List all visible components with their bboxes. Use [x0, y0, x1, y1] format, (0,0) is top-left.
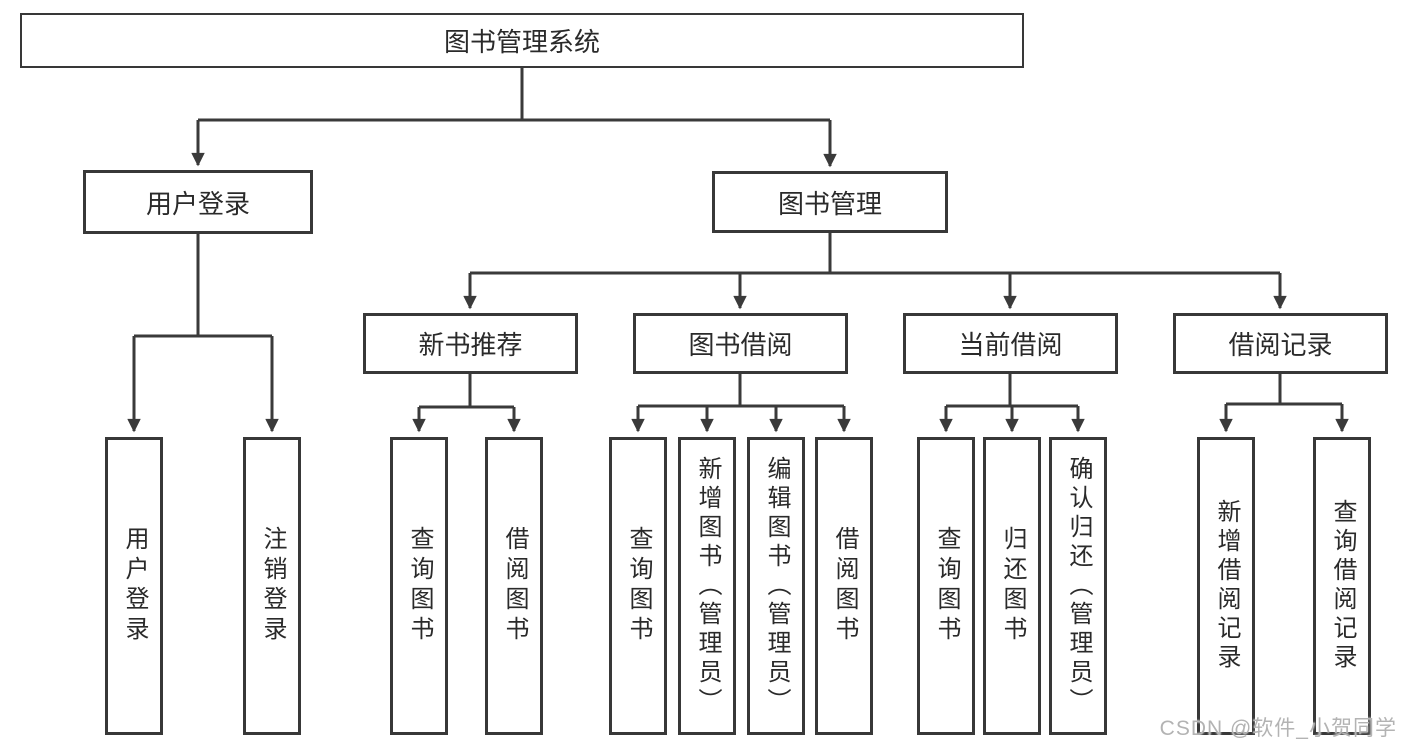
node-current-borrow: 当前借阅	[903, 313, 1118, 374]
leaf-bookborrow-query-label: 查询图书	[625, 526, 652, 646]
node-root: 图书管理系统	[20, 13, 1024, 68]
node-book-borrow: 图书借阅	[633, 313, 848, 374]
leaf-bookborrow-edit-label: 编辑图书（管理员）	[763, 455, 790, 717]
node-new-book: 新书推荐	[363, 313, 578, 374]
leaf-bookborrow-borrow-label: 借阅图书	[831, 526, 858, 646]
leaf-bookborrow-borrow: 借阅图书	[815, 437, 873, 735]
leaf-logout-label: 注销登录	[259, 526, 286, 646]
leaf-records-query: 查询借阅记录	[1313, 437, 1371, 735]
leaf-records-add-label: 新增借阅记录	[1213, 499, 1240, 673]
leaf-records-query-label: 查询借阅记录	[1329, 499, 1356, 673]
leaf-current-confirm-label: 确认归还（管理员）	[1065, 455, 1092, 717]
leaf-bookborrow-edit: 编辑图书（管理员）	[747, 437, 805, 735]
node-user-login-label: 用户登录	[145, 188, 250, 219]
node-records-label: 借阅记录	[1228, 330, 1333, 360]
node-root-label: 图书管理系统	[443, 27, 600, 57]
node-book-borrow-label: 图书借阅	[688, 330, 793, 360]
leaf-newbook-query-label: 查询图书	[406, 526, 433, 646]
leaf-current-query: 查询图书	[917, 437, 975, 735]
leaf-current-return: 归还图书	[983, 437, 1041, 735]
node-current-borrow-label: 当前借阅	[958, 330, 1063, 360]
leaf-logout: 注销登录	[243, 437, 301, 735]
leaf-newbook-query: 查询图书	[390, 437, 448, 735]
leaf-bookborrow-add: 新增图书（管理员）	[678, 437, 736, 735]
leaf-user-login-label: 用户登录	[121, 526, 148, 646]
leaf-records-add: 新增借阅记录	[1197, 437, 1255, 735]
node-user-login: 用户登录	[83, 170, 313, 234]
leaf-user-login: 用户登录	[105, 437, 163, 735]
leaf-current-query-label: 查询图书	[933, 526, 960, 646]
node-book-mgmt-label: 图书管理	[777, 188, 882, 219]
node-book-mgmt: 图书管理	[712, 171, 948, 233]
csdn-watermark: CSDN @软件_小贺同学	[1159, 717, 1397, 740]
node-records: 借阅记录	[1173, 313, 1388, 374]
leaf-newbook-borrow-label: 借阅图书	[501, 526, 528, 646]
node-new-book-label: 新书推荐	[418, 330, 523, 360]
leaf-newbook-borrow: 借阅图书	[485, 437, 543, 735]
leaf-bookborrow-query: 查询图书	[609, 437, 667, 735]
leaf-current-return-label: 归还图书	[999, 526, 1026, 646]
leaf-current-confirm: 确认归还（管理员）	[1049, 437, 1107, 735]
leaf-bookborrow-add-label: 新增图书（管理员）	[694, 455, 721, 717]
